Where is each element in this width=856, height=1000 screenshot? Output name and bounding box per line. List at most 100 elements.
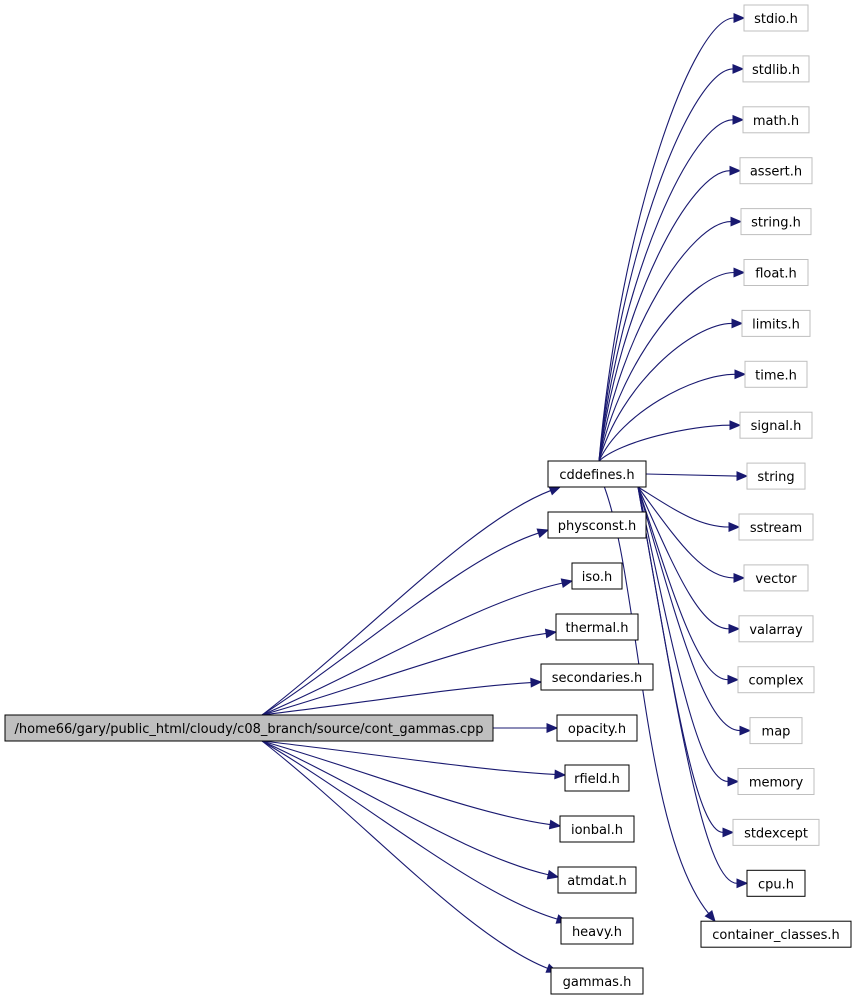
edge-line: [598, 373, 736, 462]
edge-cddefines-to-string-h: [598, 216, 743, 462]
node-box: [571, 562, 623, 590]
node-box: [556, 714, 638, 742]
node-cpu-h[interactable]: cpu.h: [746, 869, 806, 897]
node-box: [742, 106, 810, 134]
node-box: [564, 764, 630, 792]
edge-line: [598, 170, 731, 462]
edge-root-to-thermal-h: [261, 628, 558, 716]
graph-edges: [261, 13, 752, 973]
node-label: /home66/gary/public_html/cloudy/c08_bran…: [15, 722, 484, 737]
edge-line: [637, 486, 730, 630]
arrowhead: [722, 827, 735, 838]
edge-line: [261, 532, 539, 716]
arrowhead: [727, 674, 740, 685]
node-box: [743, 564, 809, 592]
node-memory: memory: [737, 768, 815, 795]
node-secondaries-h[interactable]: secondaries.h: [540, 663, 654, 691]
graph-nodes: /home66/gary/public_html/cloudy/c08_bran…: [4, 4, 852, 995]
edge-cddefines-to-complex: [637, 486, 740, 685]
edge-line: [261, 682, 532, 716]
arrowhead: [704, 909, 716, 923]
node-label: float.h: [755, 267, 797, 282]
node-math-h: math.h: [742, 106, 810, 134]
node-physconst-h[interactable]: physconst.h: [547, 511, 647, 539]
arrowhead: [548, 819, 562, 830]
node-stdexcept: stdexcept: [732, 818, 820, 846]
node-string: string: [746, 462, 806, 490]
arrowhead: [730, 216, 743, 227]
node-string-h: string.h: [740, 208, 812, 236]
edge-line: [261, 740, 549, 876]
edge-line: [637, 486, 735, 579]
node-label: sstream: [750, 521, 802, 536]
node-heavy-h[interactable]: heavy.h: [560, 917, 634, 945]
node-box: [746, 869, 806, 897]
node-gammas-h[interactable]: gammas.h: [550, 967, 644, 995]
edge-root-to-gammas-h: [261, 740, 559, 973]
edge-root-to-ionbal-h: [261, 740, 562, 830]
node-box: [739, 157, 813, 185]
node-label: time.h: [755, 368, 797, 383]
arrowhead: [728, 522, 741, 532]
arrowhead: [554, 769, 567, 780]
node-label: opacity.h: [568, 722, 626, 737]
node-box: [547, 460, 647, 488]
node-label: string: [757, 470, 794, 485]
edge-line: [261, 740, 558, 920]
node-atmdat-h[interactable]: atmdat.h: [557, 866, 637, 894]
node-ionbal-h[interactable]: ionbal.h: [559, 815, 635, 843]
node-opacity-h[interactable]: opacity.h: [556, 714, 638, 742]
node-box: [744, 360, 808, 388]
edge-cddefines-to-string: [645, 471, 749, 482]
edge-line: [598, 424, 731, 462]
arrowhead: [729, 165, 742, 176]
edge-line: [261, 490, 551, 716]
node-box: [738, 615, 814, 643]
node-rfield-h[interactable]: rfield.h: [564, 764, 630, 792]
node-complex: complex: [737, 666, 815, 694]
arrowhead: [736, 878, 749, 889]
node-box: [749, 717, 803, 745]
arrowhead: [546, 869, 560, 880]
edge-line: [261, 582, 563, 716]
arrowhead: [536, 528, 550, 538]
node-label: signal.h: [751, 419, 802, 434]
node-iso-h[interactable]: iso.h: [571, 562, 623, 590]
node-box: [743, 259, 809, 286]
node-label: physconst.h: [558, 519, 637, 534]
node-label: secondaries.h: [552, 671, 642, 686]
edge-root-to-opacity-h: [493, 723, 559, 733]
arrowhead: [546, 723, 559, 733]
edge-root-to-physconst-h: [261, 528, 550, 716]
edge-line: [598, 119, 734, 462]
edge-line: [598, 221, 732, 462]
node-label: complex: [748, 674, 803, 689]
node-label: math.h: [753, 114, 799, 129]
root-node-cont_gammas-cpp: /home66/gary/public_html/cloudy/c08_bran…: [4, 714, 494, 742]
edge-cddefines-to-cpu-h: [637, 486, 749, 889]
arrowhead: [736, 471, 749, 482]
node-box: [738, 513, 814, 541]
node-cddefines-h[interactable]: cddefines.h: [547, 460, 647, 488]
node-container-classes-h[interactable]: container_classes.h: [700, 920, 852, 948]
arrowhead: [548, 486, 562, 496]
edge-root-to-atmdat-h: [261, 740, 560, 880]
node-thermal-h[interactable]: thermal.h: [555, 613, 639, 641]
node-box: [740, 208, 812, 236]
node-label: map: [762, 725, 791, 740]
node-box: [560, 917, 634, 945]
edge-line: [261, 740, 551, 826]
edge-cddefines-to-map: [637, 486, 752, 736]
node-box: [700, 920, 852, 948]
node-label: atmdat.h: [567, 874, 626, 889]
node-box: [742, 55, 810, 83]
edge-line: [637, 486, 724, 833]
edge-line: [598, 68, 734, 462]
edge-root-to-heavy-h: [261, 740, 569, 924]
node-stdio-h: stdio.h: [743, 4, 809, 32]
node-label: iso.h: [582, 570, 612, 585]
edge-line: [637, 486, 738, 884]
edge-line: [598, 322, 733, 462]
edge-cddefines-to-signal-h: [598, 420, 742, 462]
node-float-h: float.h: [743, 259, 809, 286]
